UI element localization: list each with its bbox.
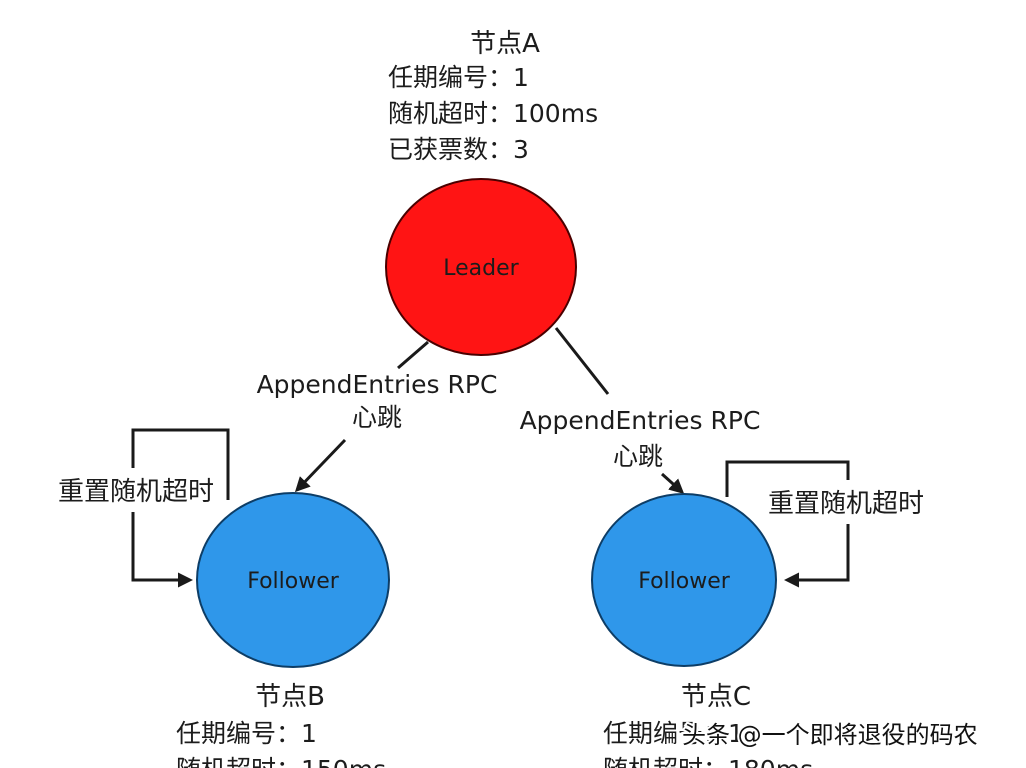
follower-b-circle: [196, 492, 390, 668]
edge-leader-to-c-upper-line: [554, 327, 610, 395]
edge-leader-to-b-rpc-label: AppendEntries RPC: [257, 370, 498, 399]
node-a-info: 节点A 任期编号：1 随机超时：100ms 已获票数：3: [388, 29, 598, 164]
follower-b-loop-label: 重置随机超时: [58, 477, 214, 507]
node-b-timeout: 随机超时：150ms: [176, 755, 386, 768]
edge-leader-to-c-heartbeat-label: 心跳: [613, 442, 663, 471]
follower-b-label: Follower: [247, 569, 340, 594]
edge-leader-to-c: AppendEntries RPC 心跳: [520, 327, 761, 495]
node-c-term: 任期编号：1: [603, 719, 744, 748]
edge-leader-to-b-arrow: [294, 438, 347, 493]
node-b-term: 任期编号：1: [176, 719, 317, 748]
node-b-title: 节点B: [255, 682, 325, 712]
edge-leader-to-b: AppendEntries RPC 心跳: [257, 340, 498, 493]
node-a-title: 节点A: [470, 29, 540, 59]
leader-circle: [385, 178, 577, 356]
follower-b-loop-label-bg: [46, 468, 226, 512]
edge-leader-to-c-arrow: [660, 472, 685, 495]
follower-c-loop-label-bg: [758, 480, 934, 524]
node-a-timeout: 随机超时：100ms: [388, 99, 598, 128]
leader-node: Leader: [385, 178, 577, 356]
node-b-info: 节点B 任期编号：1 随机超时：150ms: [176, 682, 386, 768]
edge-leader-to-b-upper-line: [397, 340, 429, 370]
node-c-title: 节点C: [681, 682, 751, 712]
follower-c-label: Follower: [638, 569, 731, 594]
node-c-timeout: 随机超时：180ms: [603, 755, 813, 768]
edge-leader-to-b-heartbeat-label: 心跳: [352, 403, 402, 432]
follower-b-reset-loop: 重置随机超时: [46, 428, 230, 588]
follower-c-loop-line: [725, 460, 850, 588]
edge-leader-to-c-rpc-label: AppendEntries RPC: [520, 406, 761, 435]
follower-b-loop-line: [131, 428, 230, 588]
leader-label: Leader: [443, 256, 519, 281]
node-a-term: 任期编号：1: [388, 63, 529, 92]
follower-c-node: Follower: [591, 493, 777, 667]
follower-c-loop-label: 重置随机超时: [768, 489, 924, 519]
follower-b-node: Follower: [196, 492, 390, 668]
follower-c-reset-loop: 重置随机超时: [725, 460, 934, 588]
node-a-votes: 已获票数：3: [388, 135, 529, 164]
watermark: 头条 @一个即将退役的码农: [682, 721, 978, 749]
follower-c-circle: [591, 493, 777, 667]
node-c-info: 节点C 任期编号：1 随机超时：180ms: [603, 682, 813, 768]
